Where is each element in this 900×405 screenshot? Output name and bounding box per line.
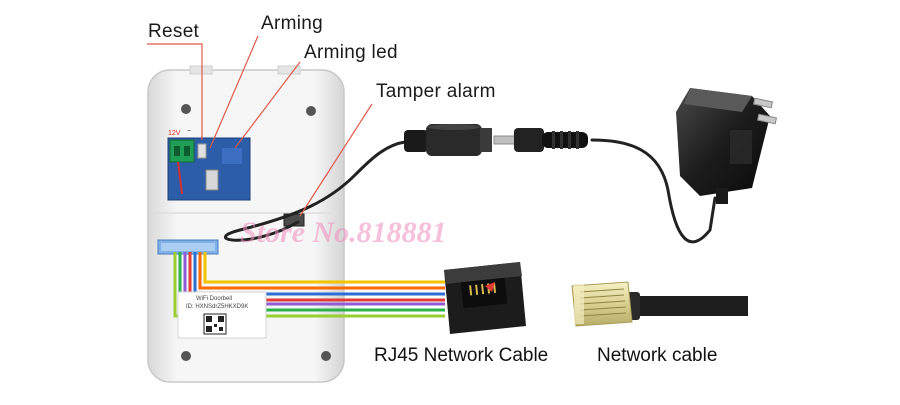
pcb-voltage-label: 12V bbox=[168, 130, 181, 137]
wire-terminal bbox=[157, 239, 219, 255]
callout-line-arming-led bbox=[234, 61, 301, 149]
sticker-id: ID: HXNSdrZ5HKXD9K bbox=[186, 304, 249, 310]
dc-jack-icon bbox=[404, 124, 492, 156]
store-watermark: Store No.818881 bbox=[240, 216, 447, 249]
rj45-plug-icon bbox=[571, 281, 633, 327]
arming-label: Arming bbox=[261, 13, 323, 34]
callout-line-tamper bbox=[299, 103, 373, 217]
rj45-jack-icon bbox=[444, 262, 526, 334]
tamper-alarm-label: Tamper alarm bbox=[376, 81, 496, 102]
network-cable-caption: Network cable bbox=[597, 345, 718, 366]
rj45-caption: RJ45 Network Cable bbox=[374, 345, 549, 366]
pcb-minus-label: − bbox=[187, 128, 192, 135]
pcb-board bbox=[167, 137, 251, 201]
sticker-title: WiFi Doorbell bbox=[196, 296, 233, 302]
callout-lines bbox=[147, 35, 373, 217]
reset-label: Reset bbox=[148, 21, 200, 42]
screw-hole-br bbox=[321, 351, 331, 361]
dc-cable bbox=[224, 138, 717, 244]
screw-hole-tr bbox=[306, 106, 316, 116]
network-cable bbox=[626, 292, 748, 320]
power-adapter-icon bbox=[676, 88, 778, 204]
callout-line-arming bbox=[209, 35, 259, 149]
qr-code-icon bbox=[203, 313, 227, 335]
dc-plug-icon bbox=[493, 128, 588, 152]
device-sticker bbox=[177, 291, 267, 339]
screw-hole-tl bbox=[181, 104, 191, 114]
arming-led-label: Arming led bbox=[304, 42, 398, 63]
screw-hole-bl bbox=[181, 351, 191, 361]
